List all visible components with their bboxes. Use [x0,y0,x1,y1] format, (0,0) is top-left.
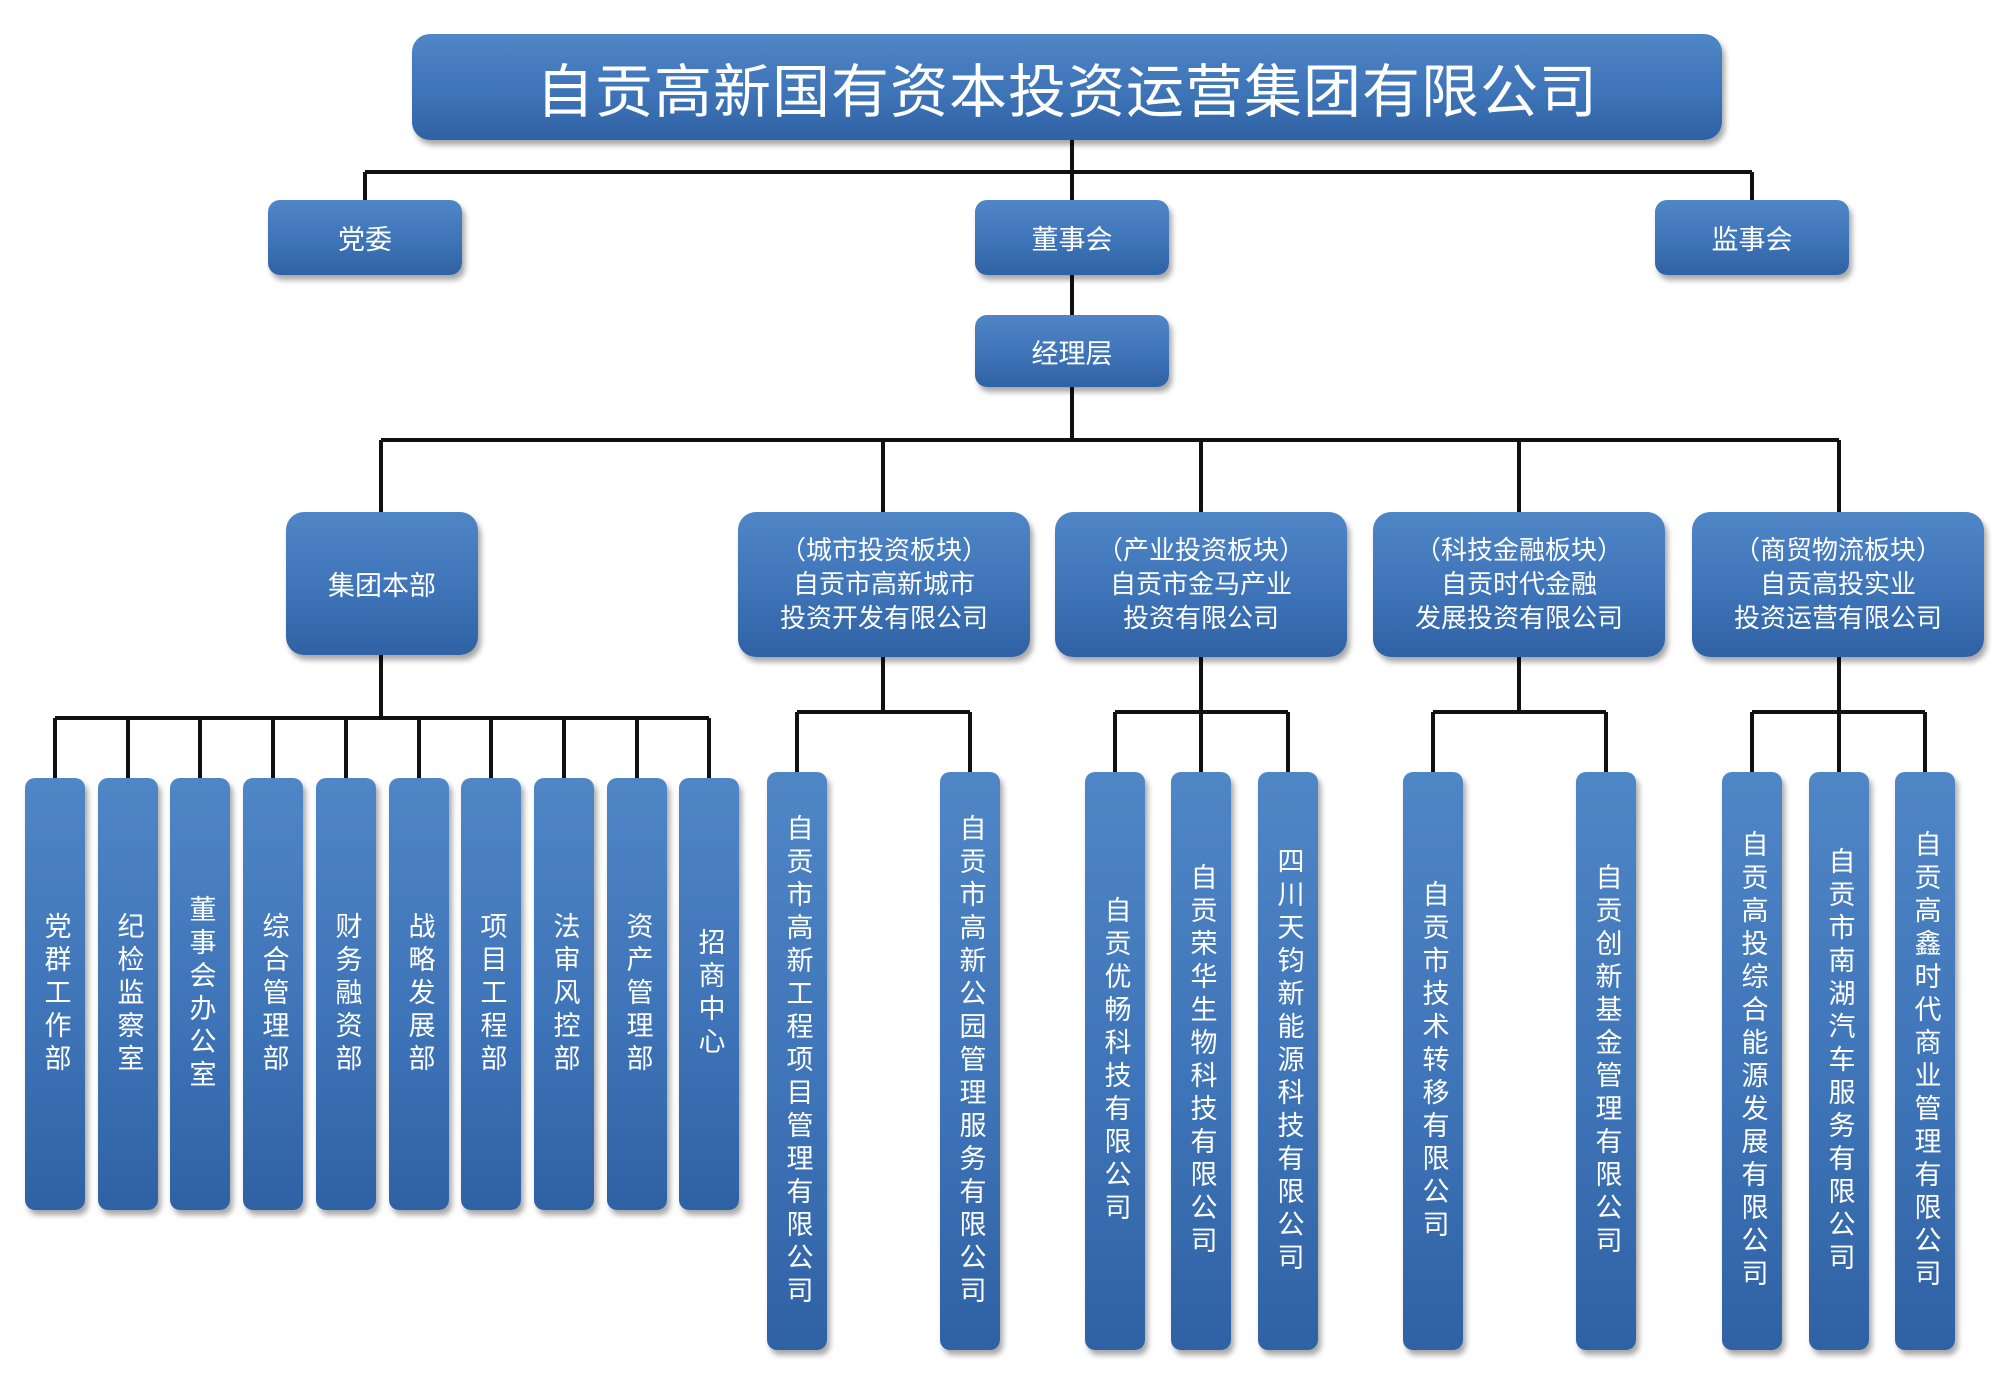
party-committee-box: 党委 [268,200,462,275]
group-title-box: 自贡高新国有资本投资运营集团有限公司 [412,34,1722,140]
segment-label: （产业投资板块） [1096,535,1305,566]
segment-city-investment: （城市投资板块） 自贡市高新城市 投资开发有限公司 [738,512,1030,657]
subsidiary-box: 自贡市高新工程项目管理有限公司 [767,772,827,1350]
segment-trade-logistics: （商贸物流板块） 自贡高投实业 投资运营有限公司 [1692,512,1984,657]
segment-label: 自贡市金马产业 [1109,569,1292,600]
subsidiary-box: 自贡市高新公园管理服务有限公司 [940,772,1000,1350]
subsidiary-label: 四川天钧新能源科技有限公司 [1272,846,1304,1276]
segment-label: 发展投资有限公司 [1414,603,1623,634]
party-committee-label: 党委 [338,225,392,256]
subsidiary-box: 自贡市技术转移有限公司 [1403,772,1463,1350]
segment-label: （科技金融板块） [1414,535,1623,566]
segment-label: 集团本部 [328,571,436,602]
department-box: 董事会办公室 [170,778,230,1210]
department-box: 综合管理部 [243,778,303,1210]
segment-group-hq: 集团本部 [286,512,478,655]
segment-label: （城市投资板块） [779,535,988,566]
department-label: 资产管理部 [621,911,653,1077]
group-title: 自贡高新国有资本投资运营集团有限公司 [535,58,1598,126]
department-label: 党群工作部 [39,911,71,1077]
subsidiary-label: 自贡市高新工程项目管理有限公司 [781,813,813,1309]
department-label: 财务融资部 [330,911,362,1077]
department-box: 招商中心 [679,778,739,1210]
department-box: 战略发展部 [389,778,449,1210]
department-label: 纪检监察室 [112,911,144,1077]
segment-label: （商贸物流板块） [1733,535,1942,566]
department-box: 项目工程部 [461,778,521,1210]
segment-label: 自贡市高新城市 [792,569,975,600]
department-box: 财务融资部 [316,778,376,1210]
subsidiary-label: 自贡高投综合能源发展有限公司 [1736,830,1768,1292]
supervisory-board-label: 监事会 [1711,225,1793,256]
department-box: 法审风控部 [534,778,594,1210]
subsidiary-label: 自贡市高新公园管理服务有限公司 [954,813,986,1309]
subsidiary-label: 自贡市技术转移有限公司 [1417,879,1449,1243]
subsidiary-label: 自贡高鑫时代商业管理有限公司 [1909,830,1941,1292]
segment-label: 投资有限公司 [1122,603,1279,634]
department-label: 项目工程部 [475,911,507,1077]
department-label: 综合管理部 [257,911,289,1077]
segment-label: 自贡时代金融 [1440,569,1597,600]
department-box: 资产管理部 [607,778,667,1210]
subsidiary-label: 自贡荣华生物科技有限公司 [1185,863,1217,1259]
segment-label: 投资运营有限公司 [1733,603,1942,634]
department-label: 董事会办公室 [184,895,216,1093]
subsidiary-box: 四川天钧新能源科技有限公司 [1258,772,1318,1350]
supervisory-board-box: 监事会 [1655,200,1849,275]
subsidiary-box: 自贡荣华生物科技有限公司 [1171,772,1231,1350]
department-label: 法审风控部 [548,911,580,1077]
management-label: 经理层 [1031,338,1113,370]
department-label: 战略发展部 [403,911,435,1077]
subsidiary-label: 自贡创新基金管理有限公司 [1590,863,1622,1259]
department-label: 招商中心 [693,928,725,1060]
segment-label: 自贡高投实业 [1759,569,1916,600]
subsidiary-box: 自贡创新基金管理有限公司 [1576,772,1636,1350]
segment-industry-investment: （产业投资板块） 自贡市金马产业 投资有限公司 [1055,512,1347,657]
department-box: 纪检监察室 [98,778,158,1210]
subsidiary-box: 自贡高投综合能源发展有限公司 [1722,772,1782,1350]
segment-fintech: （科技金融板块） 自贡时代金融 发展投资有限公司 [1373,512,1665,657]
subsidiary-label: 自贡市南湖汽车服务有限公司 [1823,846,1855,1276]
subsidiary-box: 自贡市南湖汽车服务有限公司 [1809,772,1869,1350]
subsidiary-box: 自贡高鑫时代商业管理有限公司 [1895,772,1955,1350]
subsidiary-box: 自贡优畅科技有限公司 [1085,772,1145,1350]
management-box: 经理层 [975,315,1169,387]
board-of-directors-box: 董事会 [975,200,1169,275]
department-box: 党群工作部 [25,778,85,1210]
subsidiary-label: 自贡优畅科技有限公司 [1099,896,1131,1226]
segment-label: 投资开发有限公司 [779,603,988,634]
board-of-directors-label: 董事会 [1031,225,1113,256]
